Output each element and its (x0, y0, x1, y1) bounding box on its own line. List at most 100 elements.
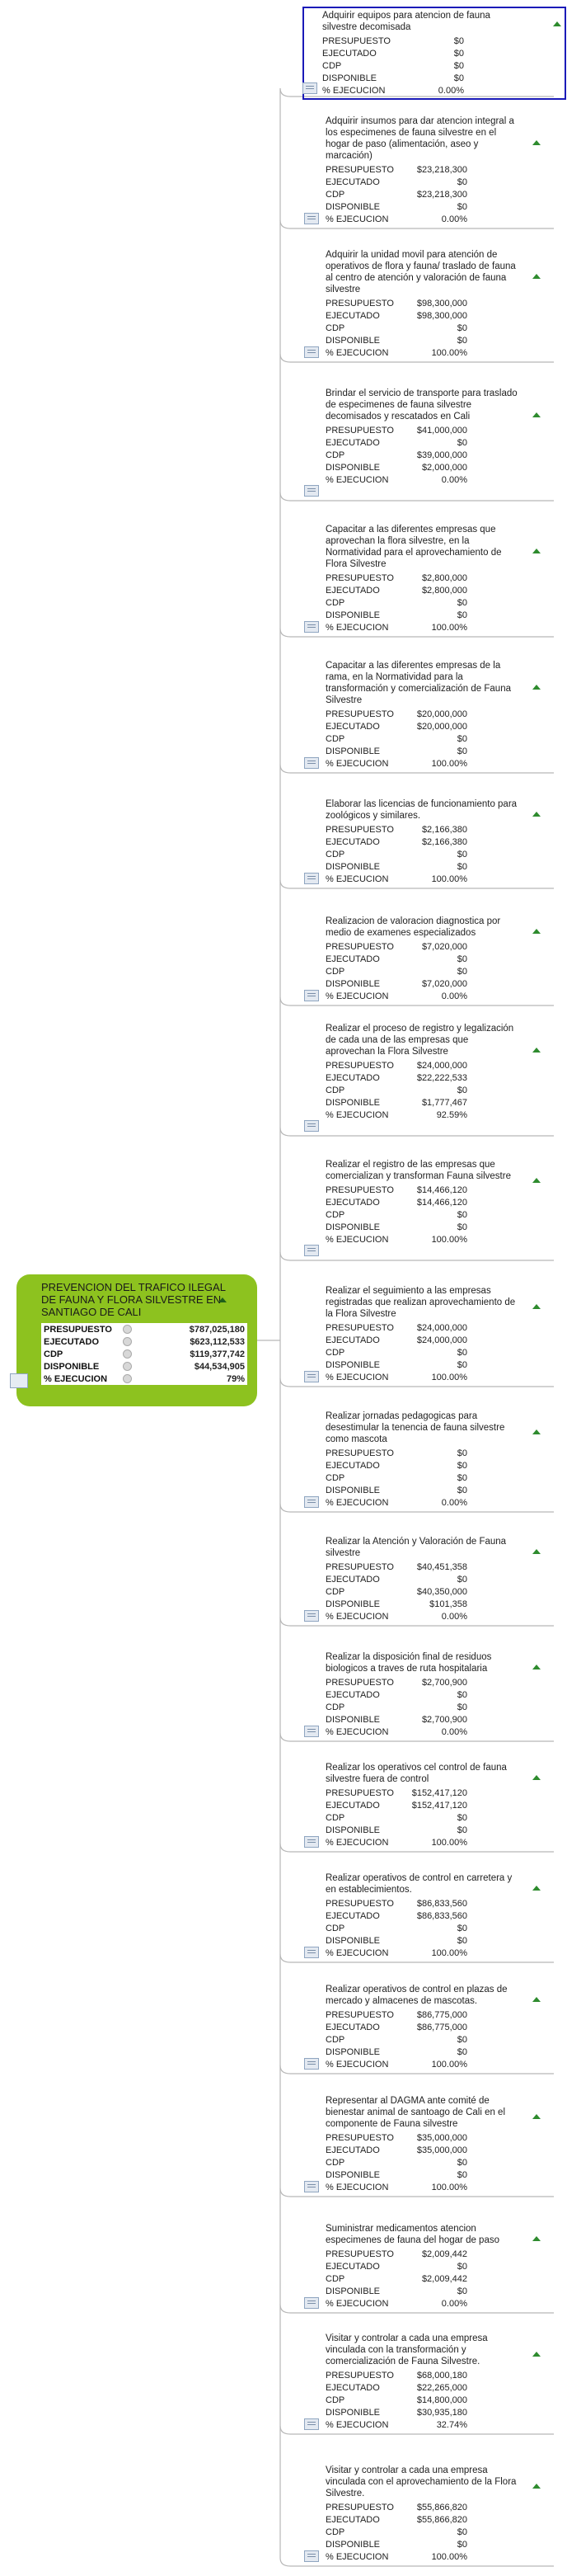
topic-node[interactable]: Visitar y controlar a cada una empresa v… (304, 2333, 544, 2431)
budget-row: PRESUPUESTO$152,417,120 (326, 1787, 467, 1799)
collapse-icon[interactable] (218, 1297, 227, 1302)
topic-node[interactable]: Representar al DAGMA ante comité de bien… (304, 2095, 544, 2193)
row-value: 0.00% (441, 474, 467, 485)
collapse-icon[interactable] (532, 549, 541, 553)
notes-icon[interactable] (304, 757, 319, 769)
topic-node[interactable]: Visitar y controlar a cada una empresa v… (304, 2465, 544, 2563)
collapse-icon[interactable] (532, 274, 541, 279)
topic-node[interactable]: Elaborar las licencias de funcionamiento… (304, 798, 544, 885)
row-value: $0 (457, 1689, 467, 1700)
collapse-icon[interactable] (532, 1886, 541, 1891)
collapse-icon[interactable] (532, 929, 541, 934)
budget-row: EJECUTADO$35,000,000 (326, 2144, 467, 2156)
collapse-icon[interactable] (532, 812, 541, 817)
collapse-icon[interactable] (532, 1549, 541, 1554)
collapse-icon[interactable] (532, 2236, 541, 2241)
budget-row: EJECUTADO$152,417,120 (326, 1799, 467, 1811)
budget-row: DISPONIBLE$0 (326, 334, 467, 346)
row-label: EJECUTADO (44, 1336, 100, 1347)
collapse-icon[interactable] (532, 140, 541, 145)
collapse-icon[interactable] (532, 1429, 541, 1434)
notes-icon[interactable] (304, 1245, 319, 1256)
notes-icon[interactable] (304, 1947, 319, 1958)
collapse-icon[interactable] (532, 1775, 541, 1780)
notes-icon[interactable] (304, 1496, 319, 1508)
topic-node[interactable]: Realizar la Atención y Valoración de Fau… (304, 1536, 544, 1622)
collapse-icon[interactable] (532, 1665, 541, 1669)
notes-icon[interactable] (304, 213, 319, 224)
collapse-icon[interactable] (532, 1997, 541, 2002)
budget-row: EJECUTADO$0 (326, 176, 467, 188)
row-label: PRESUPUESTO (326, 709, 394, 719)
collapse-icon[interactable] (532, 685, 541, 690)
notes-icon[interactable] (10, 1373, 28, 1388)
notes-icon[interactable] (304, 2550, 319, 2562)
notes-icon[interactable] (304, 1726, 319, 1737)
collapse-icon[interactable] (532, 2484, 541, 2489)
topic-title: Realizar la Atención y Valoración de Fau… (326, 1537, 507, 1558)
topic-node[interactable]: Realizar el registro de las empresas que… (304, 1159, 544, 1256)
notes-icon[interactable] (304, 1120, 319, 1132)
topic-node[interactable]: Adquirir equipos para atencion de fauna … (302, 7, 566, 100)
budget-row: EJECUTADO$86,775,000 (326, 2021, 467, 2033)
row-value: $40,350,000 (416, 1586, 467, 1597)
budget-row: DISPONIBLE$0 (322, 72, 464, 84)
topic-node[interactable]: Brindar el servicio de transporte para t… (304, 388, 544, 497)
topic-node[interactable]: Suministrar medicamentos atencion especi… (304, 2223, 544, 2310)
row-label: DISPONIBLE (326, 1935, 381, 1946)
row-label: % EJECUCION (326, 2551, 389, 2562)
row-value: $86,775,000 (416, 2009, 467, 2020)
notes-icon[interactable] (302, 82, 317, 94)
topic-node[interactable]: Capacitar a las diferentes empresas que … (304, 524, 544, 633)
topic-node[interactable]: Realizar operativos de control en plazas… (304, 1984, 544, 2070)
collapse-icon[interactable] (532, 1304, 541, 1309)
row-value: 0.00% (441, 2298, 467, 2309)
notes-icon[interactable] (304, 621, 319, 633)
collapse-icon[interactable] (532, 1178, 541, 1183)
row-label: CDP (326, 450, 345, 460)
notes-icon[interactable] (304, 1371, 319, 1382)
row-label: CDP (326, 189, 345, 200)
topic-node[interactable]: Realizar el seguimiento a las empresas r… (304, 1285, 544, 1383)
row-value: $0 (457, 1209, 467, 1220)
topic-node[interactable]: Realizar los operativos cel control de f… (304, 1762, 544, 1848)
collapse-icon[interactable] (532, 2114, 541, 2119)
collapse-icon[interactable] (532, 1048, 541, 1053)
row-value: 100.00% (431, 1837, 467, 1848)
topic-node[interactable]: Realizacion de valoracion diagnostica po… (304, 916, 544, 1002)
topic-node[interactable]: Realizar operativos de control en carret… (304, 1872, 544, 1959)
root-topic[interactable]: PREVENCION DEL TRAFICO ILEGAL DE FAUNA Y… (10, 1274, 257, 1406)
row-label: EJECUTADO (326, 2514, 380, 2525)
budget-row: CDP$0 (326, 965, 467, 977)
row-label: DISPONIBLE (326, 1599, 381, 1609)
topic-node[interactable]: Adquirir la unidad movil para atención d… (304, 249, 544, 359)
notes-icon[interactable] (304, 346, 319, 358)
notes-icon[interactable] (304, 2418, 319, 2430)
topic-node[interactable]: Adquirir insumos para dar atencion integ… (304, 115, 544, 225)
row-label: % EJECUCION (326, 1947, 389, 1958)
notes-icon[interactable] (304, 1836, 319, 1848)
budget-row: CDP$0 (326, 1208, 467, 1221)
notes-icon[interactable] (304, 2181, 319, 2192)
notes-icon[interactable] (304, 485, 319, 497)
notes-icon[interactable] (304, 2297, 319, 2309)
topic-node[interactable]: Realizar jornadas pedagogicas para deses… (304, 1410, 544, 1509)
row-label: PRESUPUESTO (326, 1448, 394, 1458)
row-value: $0 (457, 1460, 467, 1471)
row-value: $0 (457, 1923, 467, 1933)
row-label: CDP (322, 60, 342, 71)
notes-icon[interactable] (304, 990, 319, 1001)
topic-node[interactable]: Capacitar a las diferentes empresas de l… (304, 660, 544, 770)
collapse-icon[interactable] (553, 21, 561, 26)
row-value: $0 (457, 1347, 467, 1358)
topic-node[interactable]: Realizar el proceso de registro y legali… (304, 1023, 544, 1132)
collapse-icon[interactable] (532, 2352, 541, 2357)
notes-icon[interactable] (304, 873, 319, 884)
notes-icon[interactable] (304, 2058, 319, 2070)
notes-icon[interactable] (304, 1610, 319, 1622)
collapse-icon[interactable] (532, 412, 541, 417)
topic-node[interactable]: Realizar la disposición final de residuo… (304, 1651, 544, 1738)
row-label: EJECUTADO (326, 1910, 380, 1921)
